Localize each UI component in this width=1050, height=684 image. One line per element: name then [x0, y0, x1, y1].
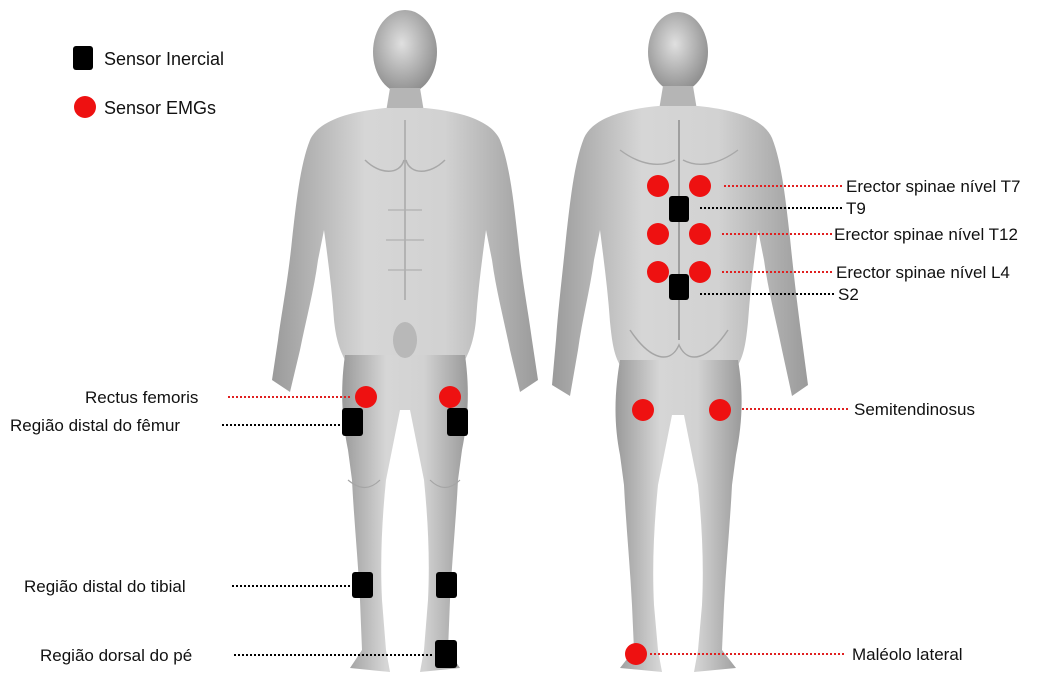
emg-sensor-rectus-femoris-left	[439, 386, 461, 408]
front-head	[373, 10, 437, 94]
emg-sensor-t7-right	[689, 175, 711, 197]
back-head	[648, 12, 708, 92]
emg-sensor-l4-right	[689, 261, 711, 283]
inertial-sensor-femur-left	[447, 408, 468, 436]
label-dorsal-foot: Região dorsal do pé	[40, 647, 192, 664]
label-distal-femur: Região distal do fêmur	[10, 417, 180, 434]
label-semitendinosus: Semitendinosus	[854, 401, 975, 418]
emg-sensor-semitendinosus-right	[709, 399, 731, 421]
inertial-sensor-t9	[669, 196, 689, 222]
emg-sensor-lateral-malleolus	[625, 643, 647, 665]
label-lateral-malleolus: Maléolo lateral	[852, 646, 963, 663]
inertial-sensor-tibial-right	[352, 572, 373, 598]
front-body-figure	[272, 10, 538, 672]
emg-sensor-t12-left	[647, 223, 669, 245]
label-t9: T9	[846, 200, 866, 217]
label-distal-tibial: Região distal do tibial	[24, 578, 186, 595]
label-s2: S2	[838, 286, 859, 303]
label-rectus-femoris: Rectus femoris	[85, 389, 198, 406]
emg-sensor-rectus-femoris-right	[355, 386, 377, 408]
label-erector-t12: Erector spinae nível T12	[834, 226, 1018, 243]
emg-sensor-semitendinosus-left	[632, 399, 654, 421]
back-body-figure	[552, 12, 808, 672]
label-erector-l4: Erector spinae nível L4	[836, 264, 1010, 281]
emg-sensor-t12-right	[689, 223, 711, 245]
inertial-sensor-foot	[435, 640, 457, 668]
label-erector-t7: Erector spinae nível T7	[846, 178, 1021, 195]
emg-sensor-t7-left	[647, 175, 669, 197]
inertial-sensor-tibial-left	[436, 572, 457, 598]
inertial-sensor-femur-right	[342, 408, 363, 436]
emg-sensor-l4-left	[647, 261, 669, 283]
inertial-sensor-s2	[669, 274, 689, 300]
